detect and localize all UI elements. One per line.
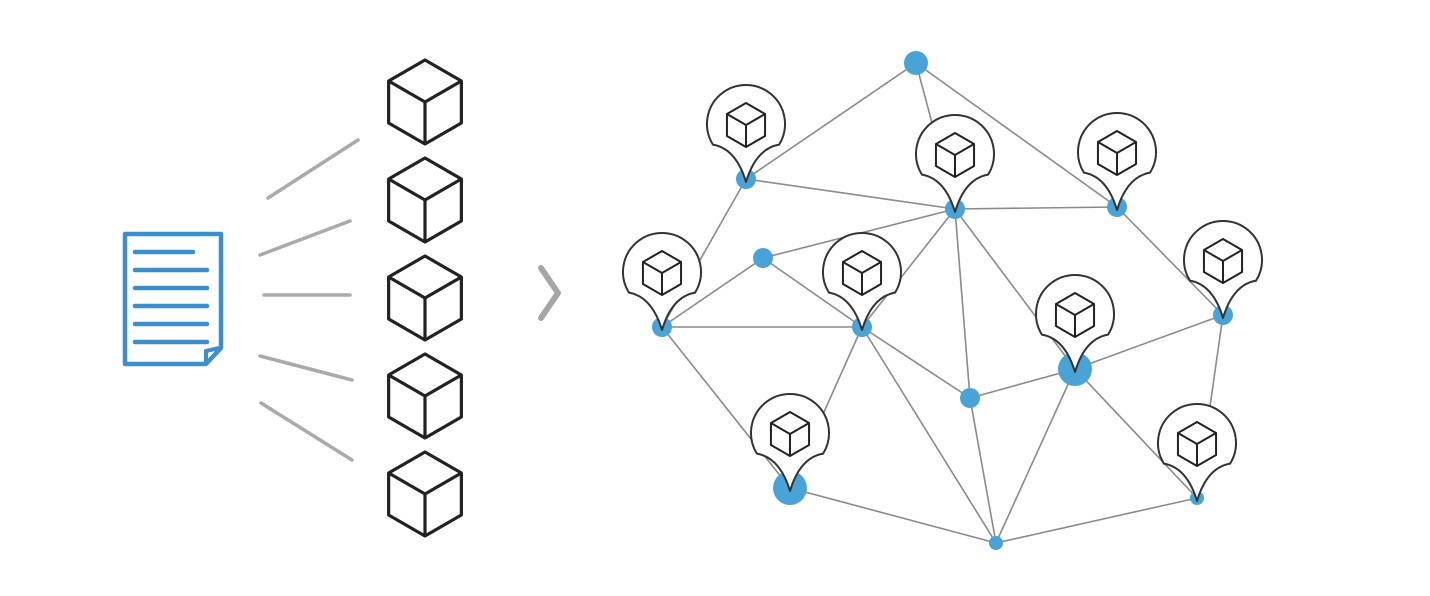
cube-icon [1096,130,1138,176]
cube-icon [387,156,463,244]
cube-icon [841,250,883,296]
network-edge [861,208,956,328]
location-pin-icon [1157,402,1237,502]
block-connectors [258,138,360,462]
cube-icon [934,132,976,178]
cube-icon [387,450,463,538]
network-edge [1074,368,1198,499]
location-pin-icon [622,232,702,331]
network-pins [622,84,1263,502]
cube-icon [641,250,683,296]
location-pin-icon [915,114,995,213]
location-pin-icon [1183,219,1263,319]
network-edge [954,208,971,399]
network-edge [861,326,971,399]
document-fold [204,346,220,364]
chevron-stroke [538,265,561,321]
network-edge [745,178,956,210]
document-outline [122,231,224,367]
block-stack [387,58,463,538]
network-node [960,388,980,408]
network-node [753,248,773,268]
network-edge [915,62,1118,208]
network-node [989,536,1003,550]
cube-icon [769,411,811,457]
network-edge [661,326,791,489]
connector-line [258,219,352,257]
network-edge [954,208,1076,370]
document-icon [122,231,224,367]
location-pin-icon [750,393,830,492]
network-node [904,51,928,75]
cube-icon [387,352,463,440]
cube-icon [1176,421,1218,467]
network-edge [789,487,997,544]
network-edge [745,62,917,180]
connector-line [258,354,354,382]
network-edge [969,368,1076,399]
cube-icon [1054,292,1096,338]
network-edge [995,497,1198,544]
cube-icon [725,102,767,148]
connector-line [259,401,354,462]
network-edge [995,368,1076,544]
cube-icon [1202,238,1244,284]
cube-icon [387,254,463,342]
network-edge [762,257,863,328]
location-pin-icon [1035,273,1115,373]
cube-icon [387,58,463,146]
location-pin-icon [706,84,786,183]
network-edge [861,326,997,544]
connector-line [266,138,360,200]
network-edge [1116,206,1224,316]
network-edge [969,397,997,544]
location-pin-icon [1077,111,1157,211]
location-pin-icon [822,232,902,331]
chevron-right-icon [538,265,561,321]
network-edge [954,206,1118,210]
network-edge [1074,314,1224,370]
network-edge [661,257,764,328]
network-diagram [622,51,1263,550]
